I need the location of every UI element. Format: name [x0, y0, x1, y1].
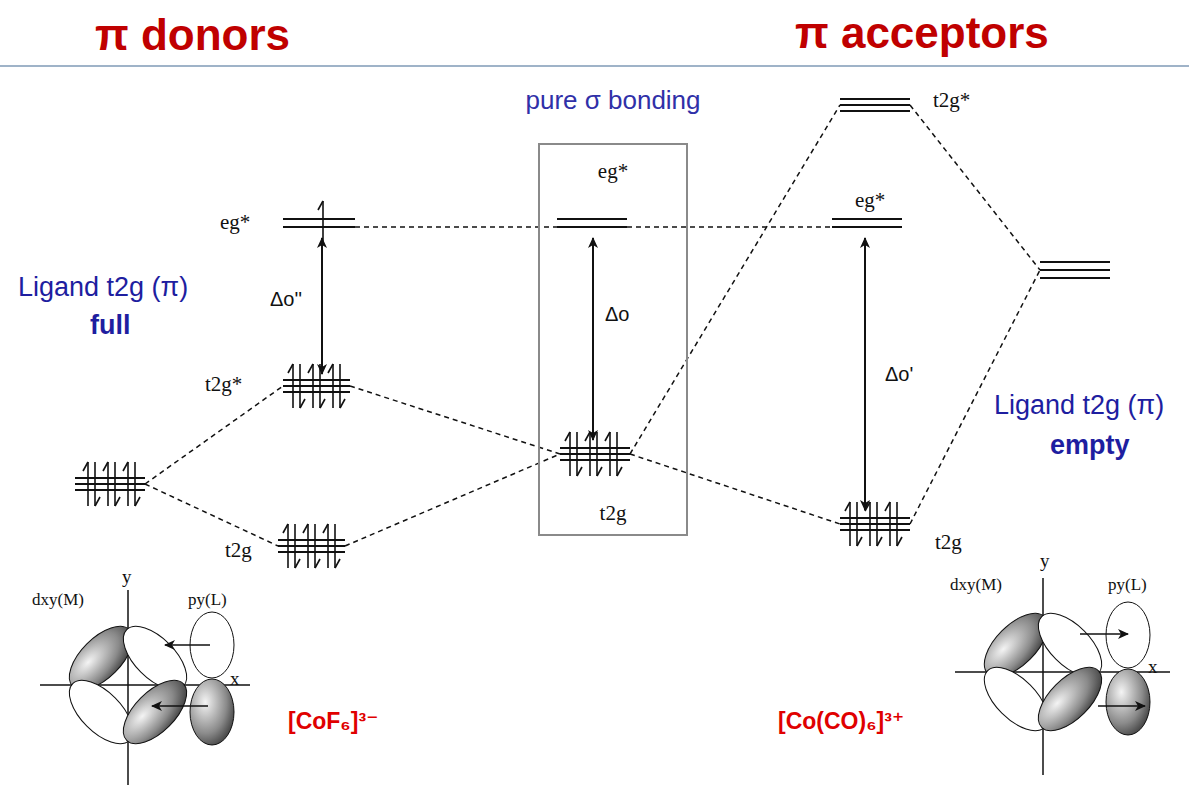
electron-arrow	[114, 462, 116, 506]
electron-arrow	[569, 432, 571, 476]
label: Δo''	[270, 288, 302, 311]
electron-arrow	[889, 502, 891, 546]
electron-arrow	[896, 502, 898, 546]
box-text: eg*	[598, 159, 628, 184]
electron-arrow	[327, 524, 329, 568]
label: x	[1148, 656, 1158, 678]
label: Ligand t2g (π)	[994, 390, 1164, 421]
bonding-box: pure σ bondingeg*Δot2g	[538, 143, 688, 536]
electron-arrow	[95, 497, 100, 506]
correlation-lines	[145, 105, 1040, 546]
label: y	[1040, 550, 1050, 572]
label: Ligand t2g (π)	[18, 272, 188, 303]
electron-arrow	[869, 502, 871, 546]
electron-arrow	[609, 432, 611, 476]
electron-arrow	[596, 432, 598, 476]
electron-arrow	[292, 364, 294, 408]
electron-arrow	[318, 201, 323, 210]
electron-arrow	[134, 462, 136, 506]
electron-arrow	[845, 502, 850, 511]
electron-arrow	[585, 432, 590, 441]
electron-arrow	[322, 201, 324, 245]
electron-arrow	[94, 462, 96, 506]
box-text: t2g	[600, 501, 627, 526]
label: t2g*	[933, 88, 970, 113]
electron-arrow	[865, 502, 870, 511]
electron-arrow	[319, 364, 321, 408]
electron-arrow	[307, 524, 309, 568]
electron-arrow	[308, 364, 313, 373]
electron-arrow	[339, 364, 341, 408]
electron-arrow	[589, 432, 591, 476]
label: π donors	[95, 10, 290, 60]
electron-arrow	[312, 364, 314, 408]
electron-arrow	[597, 467, 602, 476]
electron-arrow	[123, 462, 128, 471]
electron-arrow	[314, 524, 316, 568]
electron-arrow	[857, 537, 862, 546]
splitting-arrows	[322, 238, 865, 510]
label: π acceptors	[795, 8, 1049, 58]
box-text: Δo	[605, 303, 629, 326]
electron-arrow	[897, 537, 902, 546]
label: x	[230, 668, 240, 690]
label: dxy(M)	[32, 590, 84, 610]
electron-arrow	[299, 364, 301, 408]
electron-arrow	[856, 502, 858, 546]
electron-arrow	[340, 399, 345, 408]
label: py(L)	[1108, 575, 1147, 595]
electron-arrow	[287, 524, 289, 568]
electron-arrow	[320, 399, 325, 408]
electron-arrow	[335, 559, 340, 568]
electron-arrow	[127, 462, 129, 506]
electron-arrow	[283, 524, 288, 533]
electron-arrow	[577, 467, 582, 476]
electron-arrow	[300, 399, 305, 408]
electron-arrow	[103, 462, 108, 471]
label: Δo'	[885, 363, 913, 386]
electron-arrow	[303, 524, 308, 533]
electron-arrow	[576, 432, 578, 476]
label: empty	[1050, 430, 1130, 461]
electron-arrow	[315, 559, 320, 568]
electron-arrow	[877, 537, 882, 546]
electron-arrow	[876, 502, 878, 546]
energy-levels	[75, 99, 1110, 552]
label: t2g	[225, 538, 252, 563]
electron-arrow	[83, 462, 88, 471]
electron-arrow	[323, 524, 328, 533]
label: eg*	[220, 210, 250, 235]
electron-arrow	[332, 364, 334, 408]
electron-arrow	[87, 462, 89, 506]
electron-arrow	[616, 432, 618, 476]
label: t2g*	[205, 372, 242, 397]
electron-arrow	[288, 364, 293, 373]
label: [Co(CO)₆]³⁺	[778, 708, 904, 735]
electron-arrow	[115, 497, 120, 506]
label: eg*	[855, 188, 885, 213]
electron-arrow	[617, 467, 622, 476]
electron-arrow	[849, 502, 851, 546]
box-text: pure σ bonding	[525, 85, 700, 116]
electron-arrow	[295, 559, 300, 568]
electron-arrow	[885, 502, 890, 511]
header-rule	[0, 65, 1189, 67]
label: [CoF₆]³⁻	[288, 708, 378, 735]
electron-arrow	[565, 432, 570, 441]
orbital-left	[40, 590, 250, 785]
label: t2g	[935, 530, 962, 555]
electron-arrow	[328, 364, 333, 373]
electron-arrow	[605, 432, 610, 441]
label: dxy(M)	[950, 575, 1002, 595]
orbital-right	[955, 578, 1170, 775]
electron-arrow	[334, 524, 336, 568]
electron-arrow	[294, 524, 296, 568]
electron-arrow	[135, 497, 140, 506]
label: y	[122, 566, 132, 588]
label: full	[90, 310, 131, 341]
label: py(L)	[188, 590, 227, 610]
electron-arrow	[107, 462, 109, 506]
